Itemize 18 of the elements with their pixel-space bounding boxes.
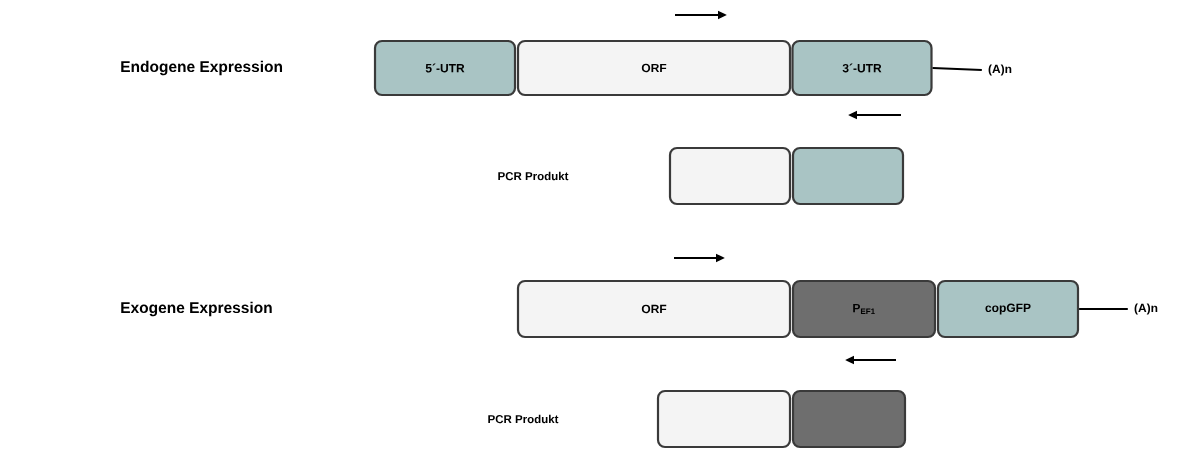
row-label: PCR Produkt <box>488 414 559 424</box>
row-label: Endogene Expression <box>121 60 282 76</box>
segment-box: P$_{EF1}$ <box>791 279 937 339</box>
segment-box: 3´-UTR <box>791 39 933 97</box>
segment-box: ORF <box>516 39 792 97</box>
segment-box <box>668 146 792 206</box>
row-label: PCR Produkt <box>498 171 569 181</box>
segment-box: copGFP <box>936 279 1080 339</box>
segment-box: 5´-UTR <box>373 39 517 97</box>
connector-line <box>931 67 983 71</box>
end-label: (A)n <box>1134 303 1158 315</box>
connector-line <box>1078 308 1129 310</box>
segment-box <box>791 389 907 449</box>
segment-box <box>656 389 792 449</box>
segment-box: ORF <box>516 279 792 339</box>
segment-box <box>791 146 905 206</box>
row-label: Exogene Expression <box>121 301 272 317</box>
end-label: (A)n <box>988 64 1012 76</box>
